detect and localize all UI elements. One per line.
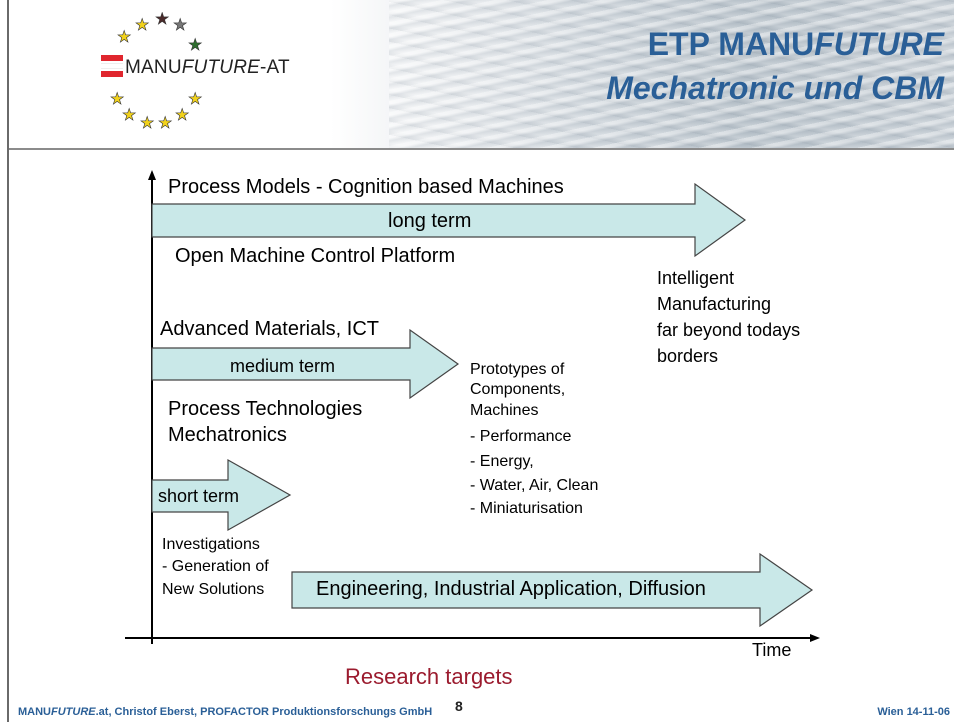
svg-text:★: ★ [140,113,154,132]
svg-text:★: ★ [155,12,169,28]
short-term-label: short term [158,486,240,506]
slide-title-line1: ETP MANUFUTURE [647,26,944,62]
svg-text:★: ★ [188,35,202,54]
medium-term-arrow [151,328,460,400]
long-term-result-line1: Intelligent [657,268,735,288]
long-term-above-label: Process Models - Cognition based Machine… [168,176,564,198]
long-term-arrow [151,182,747,258]
long-term-below-label: Open Machine Control Platform [175,245,456,267]
austria-flag-icon [101,55,123,77]
page-number: 8 [455,698,463,714]
slide-header [9,0,954,148]
prototypes-line7: - Miniaturisation [470,500,583,517]
prototypes-line3: Machines [470,402,539,419]
long-term-result-line4: borders [657,346,719,366]
long-term-result-line3: far beyond todays [657,320,801,340]
svg-text:★: ★ [173,15,187,34]
header-divider [9,148,954,150]
header-background-image [389,0,954,148]
prototypes-line2: Components, [470,381,566,398]
logo-stars: ★ ★ ★ ★ ★ ★ ★ ★ ★ ★ ★ [110,12,203,132]
short-term-below-line3: New Solutions [162,581,265,598]
slide-title-line2: Mechatronic und CBM [606,70,944,106]
svg-text:★: ★ [110,89,124,108]
prototypes-line6: - Water, Air, Clean [470,477,599,494]
prototypes-line1: Prototypes of [470,361,565,378]
svg-text:★: ★ [188,89,202,108]
medium-term-below-line1: Process Technologies [168,398,363,420]
long-term-label: long term [388,210,472,232]
svg-text:★: ★ [135,15,149,34]
short-term-arrow [151,458,292,532]
long-term-result-line2: Manufacturing [657,294,772,314]
engineering-arrow [291,552,814,628]
slide-frame [7,0,952,722]
footer-right: Wien 14-11-06 [877,706,950,718]
short-term-below-line1: Investigations [162,536,260,553]
medium-term-label: medium term [230,356,336,376]
diagram-caption: Research targets [345,664,513,689]
medium-term-above-label: Advanced Materials, ICT [160,318,379,340]
footer-left: MANUFUTURE.at, Christof Eberst, PROFACTO… [18,706,433,718]
logo-wordmark: MANUFUTURE-AT [125,57,290,78]
svg-text:★: ★ [175,105,189,124]
short-term-below-line2: - Generation of [162,558,269,575]
y-axis-arrowhead [148,170,156,180]
engineering-label: Engineering, Industrial Application, Dif… [316,578,706,600]
prototypes-line4: - Performance [470,428,572,445]
svg-text:★: ★ [122,105,136,124]
prototypes-line5: - Energy, [470,453,534,470]
x-axis-label: Time [752,640,792,660]
svg-text:★: ★ [117,27,131,46]
svg-text:★: ★ [158,113,172,132]
x-axis-arrowhead [810,634,820,642]
medium-term-below-line2: Mechatronics [168,424,287,446]
